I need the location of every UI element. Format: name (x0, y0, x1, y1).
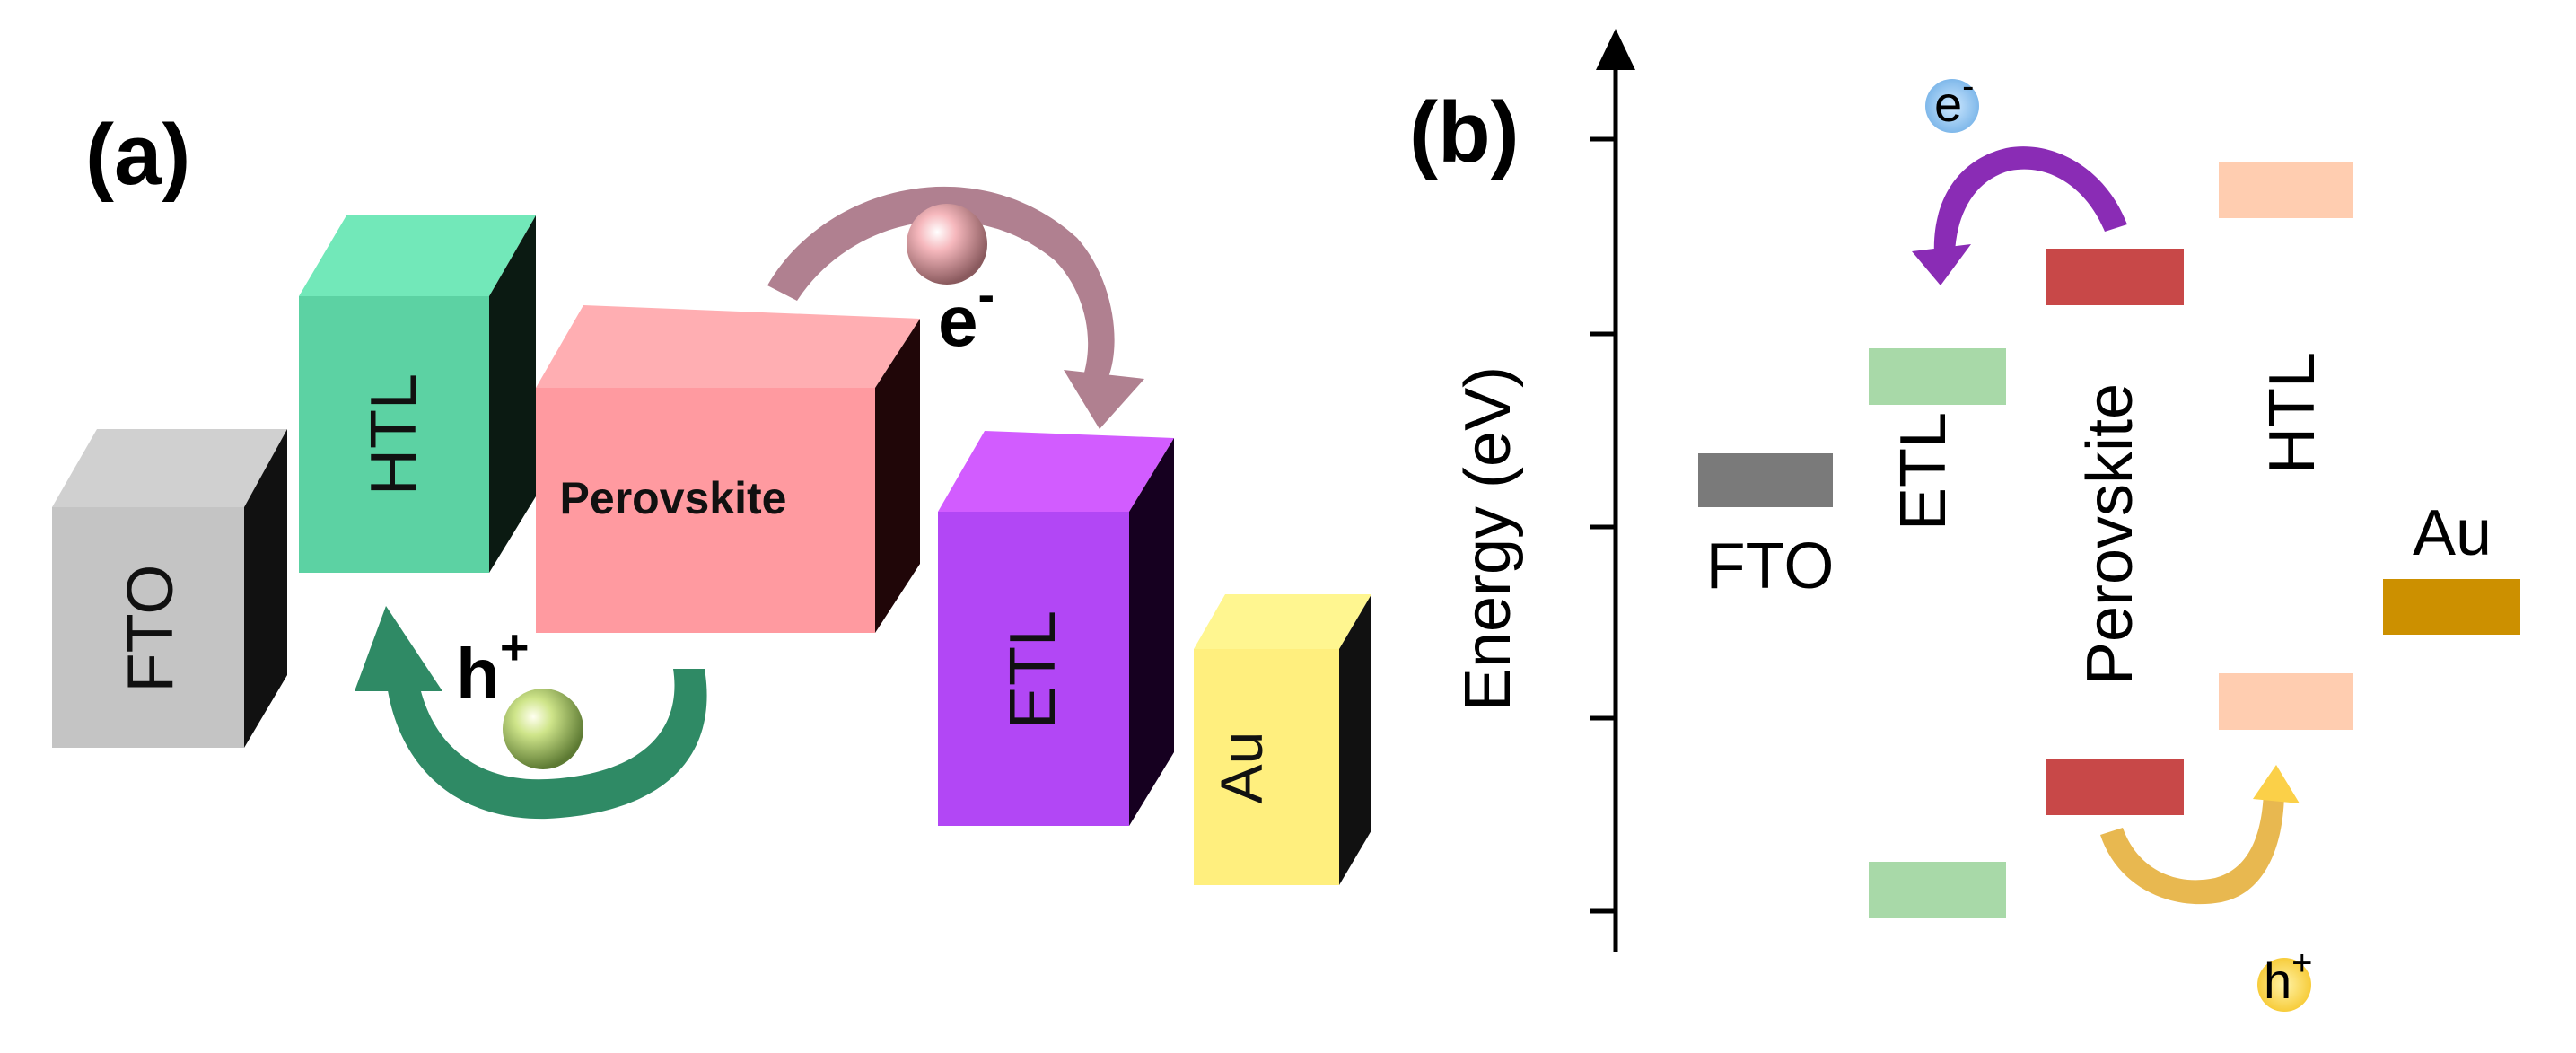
electron-arrow-a (767, 186, 1144, 429)
block-au-label: Au (1208, 732, 1275, 804)
hole-arrow-b (2100, 765, 2300, 905)
level-fto-bar (1698, 453, 1833, 507)
block-perovskite-label: Perovskite (560, 473, 787, 523)
electron-a: e- (907, 204, 994, 361)
hole-dot-b (2257, 958, 2311, 1012)
hole-label-b: h+ (2264, 943, 2313, 1009)
level-perovskite: Perovskite (2046, 249, 2184, 815)
block-htl: HTL (299, 215, 536, 573)
energy-axis: Energy (eV) (1452, 29, 1635, 952)
block-etl-label: ETL (997, 610, 1069, 729)
hole-a: h+ (456, 619, 583, 769)
panel-b-label: (b) (1409, 84, 1520, 180)
panel-b: (b) Energy (eV) FTO ETL Perovskit (1409, 29, 2520, 1012)
level-htl-label: HTL (2256, 352, 2328, 474)
level-fto: FTO (1698, 453, 1834, 602)
level-fto-label: FTO (1706, 531, 1835, 602)
level-etl: ETL (1869, 348, 2006, 918)
panel-a-label: (a) (85, 107, 190, 203)
level-au-label: Au (2413, 497, 2492, 569)
level-etl-cb (1869, 348, 2006, 405)
electron-dot-b (1925, 79, 1979, 133)
axis-label: Energy (eV) (1452, 366, 1524, 711)
panel-a: (a) FTO HTL Perovskite ETL (52, 107, 1371, 885)
electron-b: e- (1925, 66, 1979, 133)
level-htl-cb (2219, 162, 2353, 218)
level-au: Au (2383, 497, 2520, 635)
block-au: Au (1194, 594, 1371, 885)
level-htl: HTL (2219, 162, 2353, 730)
level-etl-vb (1869, 862, 2006, 918)
block-perovskite: Perovskite (536, 305, 920, 633)
block-fto-label: FTO (115, 565, 187, 693)
hole-arrow-a (355, 606, 707, 820)
level-au-bar (2383, 579, 2520, 635)
level-perovskite-label: Perovskite (2074, 383, 2146, 685)
block-htl-label: HTL (358, 373, 430, 496)
electron-label-b: e- (1934, 66, 1974, 132)
level-perovskite-cb (2046, 249, 2184, 305)
level-perovskite-vb (2046, 759, 2184, 815)
block-fto: FTO (52, 429, 287, 748)
hole-sphere-a (503, 689, 583, 769)
hole-label-a: h+ (456, 619, 530, 714)
electron-arrow-b (1912, 146, 2127, 285)
hole-b: h+ (2257, 943, 2313, 1012)
electron-sphere-a (907, 204, 987, 285)
block-etl: ETL (938, 431, 1174, 826)
level-etl-label: ETL (1888, 412, 1959, 531)
level-htl-vb (2219, 673, 2353, 730)
electron-label-a: e- (938, 266, 994, 361)
